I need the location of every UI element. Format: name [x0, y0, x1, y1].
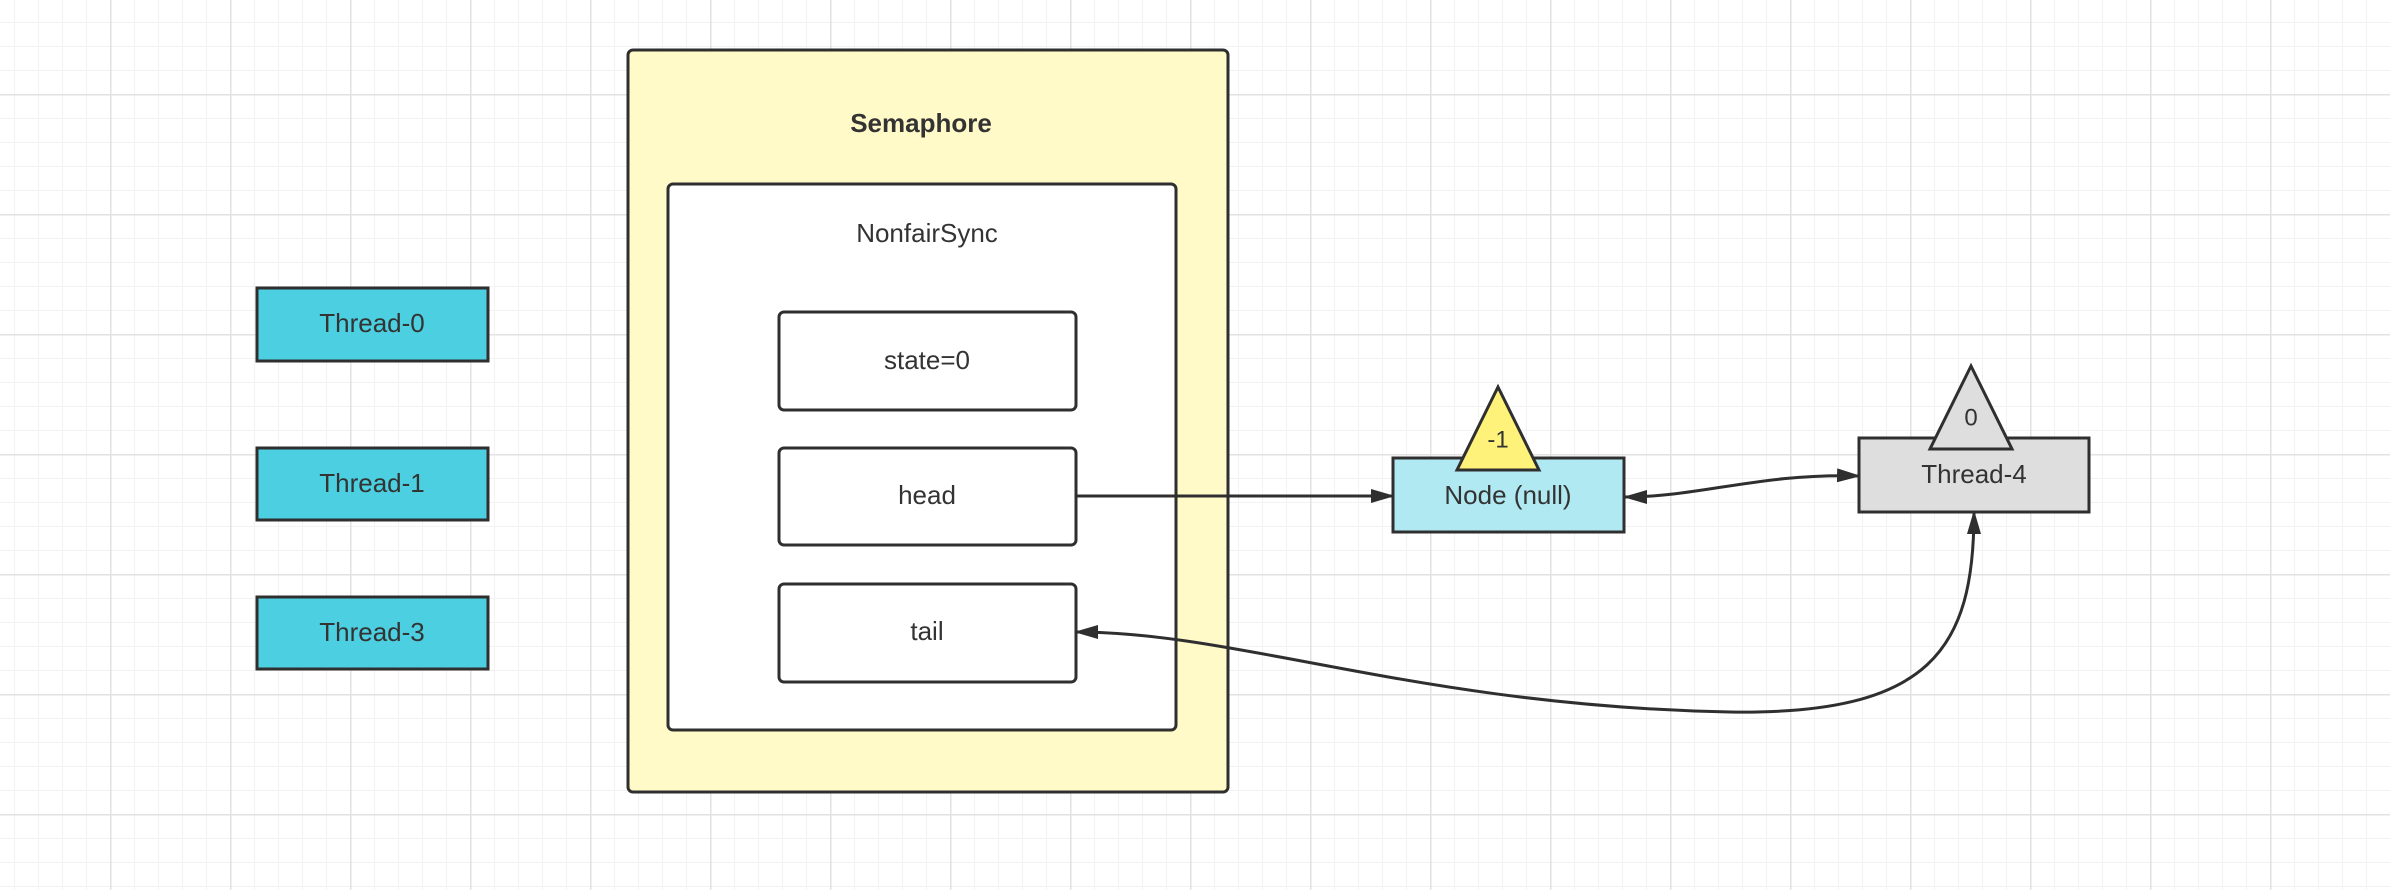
nonfair-sync-title: NonfairSync — [856, 218, 998, 248]
thread-3-box: Thread-3 — [255, 595, 490, 671]
thread-4-label: Thread-4 — [1921, 459, 2027, 489]
thread-0-box: Thread-0 — [255, 286, 490, 363]
thread-4-wait-status: 0 — [1927, 362, 2015, 451]
thread-1-box: Thread-1 — [255, 446, 490, 522]
thread4-to-tail-arrow — [1074, 510, 1981, 714]
state-label: state=0 — [884, 345, 970, 375]
semaphore-title: Semaphore — [850, 108, 992, 138]
head-label: head — [898, 480, 956, 510]
thread-4-wait-status-label: 0 — [1964, 404, 1977, 431]
head-node-wait-status-label: -1 — [1487, 426, 1508, 453]
thread-3-label: Thread-3 — [319, 617, 425, 647]
head-node-label: Node (null) — [1444, 480, 1571, 510]
state-field: state=0 — [777, 310, 1078, 412]
thread-1-label: Thread-1 — [319, 468, 425, 498]
thread-0-label: Thread-0 — [319, 308, 425, 338]
tail-field: tail — [777, 582, 1078, 684]
head-node-wait-status: -1 — [1454, 383, 1542, 472]
head-field: head — [777, 446, 1078, 547]
node-thread4-link-arrow — [1623, 468, 1861, 504]
tail-label: tail — [910, 616, 943, 646]
